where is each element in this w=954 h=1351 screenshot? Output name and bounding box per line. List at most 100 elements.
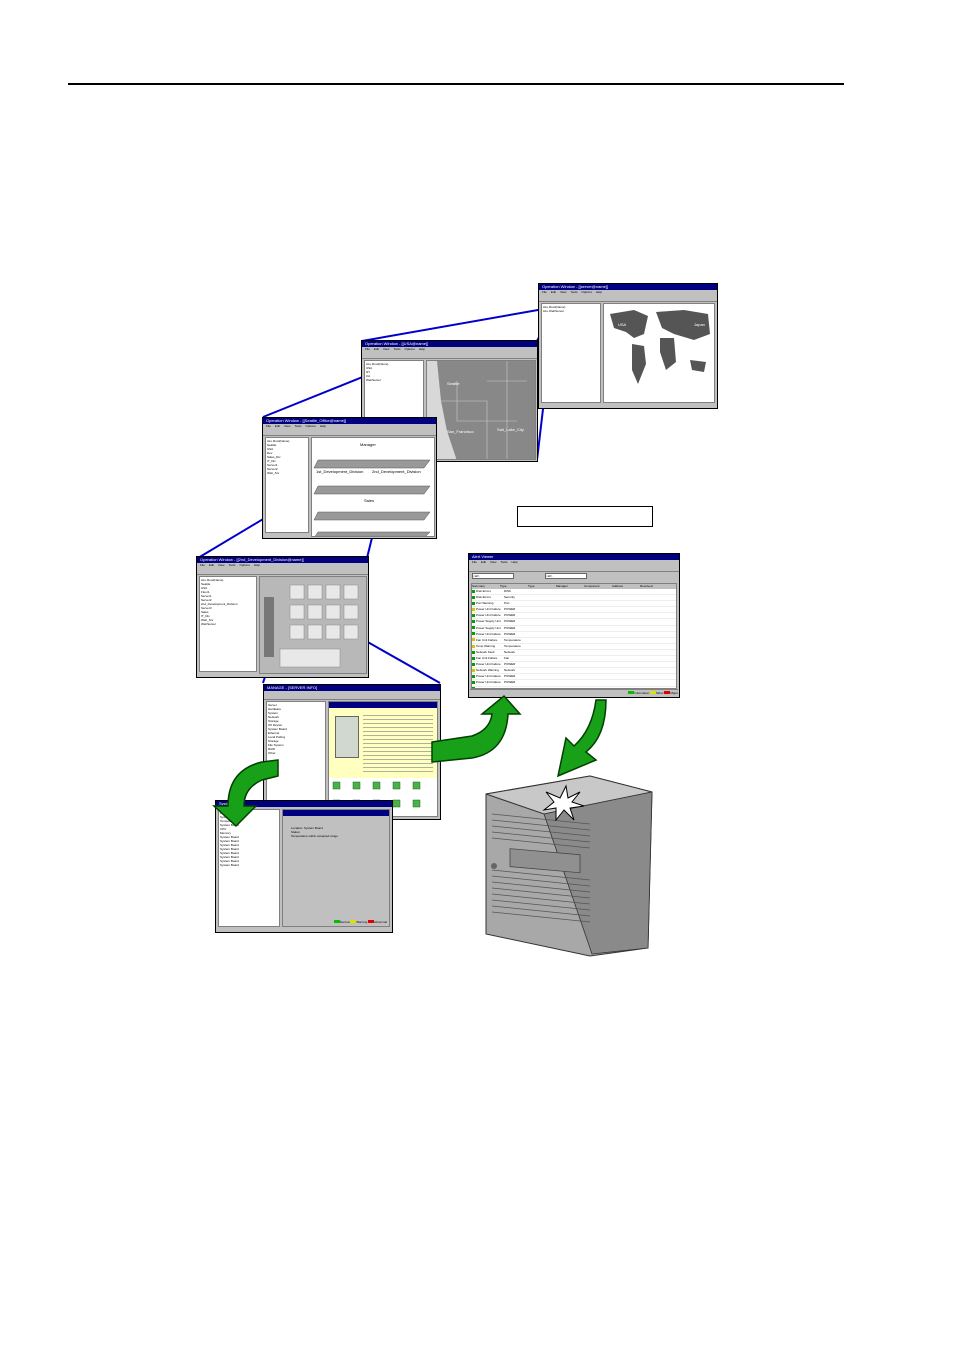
tree-item[interactable]: Seattle bbox=[201, 582, 211, 586]
tree-item[interactable]: IT_Div bbox=[267, 459, 276, 463]
menu-item[interactable]: Help bbox=[253, 563, 260, 567]
tree-view[interactable]: ALL Root(Name) ALL WebServer bbox=[541, 303, 601, 403]
column-header[interactable]: Type bbox=[528, 584, 535, 588]
tree-item[interactable]: Storage bbox=[268, 739, 279, 743]
tree-item[interactable]: ALL Root(Name) bbox=[366, 362, 389, 366]
tree-item[interactable]: Sales_Div bbox=[267, 455, 281, 459]
usa-map-pane[interactable]: Seattle San_Francisco Salt_Lake_City bbox=[426, 360, 536, 460]
severity-select[interactable]: <all> bbox=[472, 573, 514, 579]
tree-item[interactable]: Floor1 bbox=[201, 590, 210, 594]
tree-item[interactable]: ALL Root(Name) bbox=[267, 439, 290, 443]
tree-item[interactable]: Server2 bbox=[267, 467, 278, 471]
menu-item[interactable]: Options bbox=[404, 347, 415, 351]
tree-item[interactable]: System Board bbox=[220, 835, 239, 839]
tree-view[interactable]: ALL Root(Name) Seattle USA Floor1 Server… bbox=[199, 576, 257, 672]
tree-item[interactable]: CA bbox=[366, 374, 371, 378]
menu-item[interactable]: Options bbox=[581, 290, 592, 294]
floor-plan-pane[interactable] bbox=[259, 576, 367, 674]
menu-item[interactable]: View bbox=[218, 563, 225, 567]
menu-item[interactable]: File bbox=[365, 347, 370, 351]
menu-item[interactable]: View bbox=[560, 290, 567, 294]
tree-item[interactable]: Network bbox=[268, 715, 280, 719]
menu-item[interactable]: Tools bbox=[393, 347, 401, 351]
tree-item[interactable]: WebServer bbox=[201, 622, 216, 626]
menu-item[interactable]: Options bbox=[305, 424, 316, 428]
column-header[interactable]: Manager bbox=[556, 584, 568, 588]
menu-item[interactable]: Help bbox=[511, 560, 518, 564]
tree-item[interactable]: Web_Srv bbox=[201, 618, 214, 622]
tree-item[interactable]: Server3 bbox=[201, 606, 212, 610]
tree-item[interactable]: WebServer bbox=[366, 378, 381, 382]
tree-item[interactable]: ALL WebServer bbox=[543, 309, 565, 313]
menu-item[interactable]: Help bbox=[319, 424, 326, 428]
tree-item[interactable]: RAID bbox=[268, 747, 276, 751]
tree-item[interactable]: Other bbox=[268, 751, 276, 755]
system-board-window[interactable]: System Board Hardware System Temperature… bbox=[215, 800, 393, 933]
tree-item[interactable]: USA bbox=[201, 586, 208, 590]
tree-item[interactable]: System Board bbox=[220, 823, 239, 827]
tree-item[interactable]: Sales bbox=[201, 610, 209, 614]
tree-item[interactable]: ALL Root(Name) bbox=[201, 578, 224, 582]
menu-item[interactable]: View bbox=[383, 347, 390, 351]
menu-item[interactable]: Tools bbox=[228, 563, 236, 567]
menu-item[interactable]: File bbox=[200, 563, 205, 567]
tree-item[interactable]: File System bbox=[268, 743, 284, 747]
tree-item[interactable]: Dev bbox=[267, 451, 273, 455]
tree-item[interactable]: System Board bbox=[220, 839, 239, 843]
tree-view[interactable]: ALL Root(Name) Seattle USA Dev Sales_Div… bbox=[265, 437, 309, 533]
tree-item[interactable]: Local Polling bbox=[268, 735, 286, 739]
menu-item[interactable]: Tools bbox=[294, 424, 302, 428]
menu-item[interactable]: Edit bbox=[373, 347, 380, 351]
floor-plan-window[interactable]: Operation Window - [[2nd_Development_Div… bbox=[196, 556, 369, 678]
menu-item[interactable]: Options bbox=[239, 563, 250, 567]
menu-item[interactable]: File bbox=[472, 560, 477, 564]
tree-item[interactable]: System Board bbox=[220, 851, 239, 855]
column-header[interactable]: Summary bbox=[472, 584, 485, 588]
column-header[interactable]: Address bbox=[612, 584, 624, 588]
tree-item[interactable]: Web_Srv bbox=[267, 471, 280, 475]
tree-item[interactable]: System Board bbox=[220, 863, 239, 867]
tree-item[interactable]: CPU bbox=[220, 827, 227, 831]
menu-item[interactable]: View bbox=[284, 424, 291, 428]
tree-item[interactable]: 2nd_Development_Division bbox=[201, 602, 238, 606]
tree-item[interactable]: System Board bbox=[268, 727, 287, 731]
tree-item[interactable]: System Board bbox=[220, 859, 239, 863]
tree-item[interactable]: NY bbox=[366, 370, 371, 374]
menu-item[interactable]: Help bbox=[595, 290, 602, 294]
tree-item[interactable]: Storage bbox=[268, 719, 279, 723]
menu-item[interactable]: Edit bbox=[550, 290, 557, 294]
column-header[interactable]: Component bbox=[584, 584, 600, 588]
column-header[interactable]: Type bbox=[500, 584, 507, 588]
menu-item[interactable]: File bbox=[266, 424, 271, 428]
menu-item[interactable]: Edit bbox=[274, 424, 281, 428]
component-select[interactable]: <all> bbox=[544, 573, 587, 579]
tree-item[interactable]: System bbox=[268, 711, 279, 715]
tree-item[interactable]: USA bbox=[366, 366, 373, 370]
tree-item[interactable]: Hardware bbox=[268, 707, 282, 711]
office-window[interactable]: Operation Window - [[Seattle_Office@name… bbox=[262, 417, 437, 539]
tree-item[interactable]: USA bbox=[267, 447, 274, 451]
tree-item[interactable]: Seattle bbox=[267, 443, 277, 447]
tree-item[interactable]: System Board bbox=[220, 855, 239, 859]
menu-item[interactable]: File bbox=[542, 290, 547, 294]
menu-item[interactable]: Tools bbox=[570, 290, 578, 294]
tree-item[interactable]: Server2 bbox=[201, 598, 212, 602]
world-map-pane[interactable]: USA Japan bbox=[603, 303, 715, 403]
